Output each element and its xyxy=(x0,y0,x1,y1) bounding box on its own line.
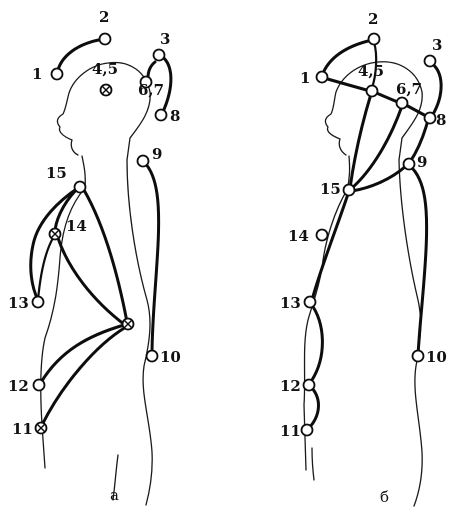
panel-a-electrode-9 xyxy=(138,156,149,167)
panel-b-arm-line xyxy=(312,448,314,480)
panel-a-lead-3-67 xyxy=(148,62,155,78)
panel-a-label-8: 8 xyxy=(170,107,180,125)
panel-b-label-13: 13 xyxy=(280,294,301,312)
panel-a-electrode-4-5 xyxy=(101,85,112,96)
panel-a-lead-12-right xyxy=(40,325,124,384)
panel-b-electrode-4-5 xyxy=(367,86,378,97)
panel-b-electrode-2 xyxy=(369,34,380,45)
panel-a-electrode-8 xyxy=(156,110,167,121)
panel-b-caption: б xyxy=(380,488,389,506)
panel-b-label-14: 14 xyxy=(288,227,309,245)
panel-a-electrode-3 xyxy=(154,50,165,61)
panel-b-lead-12-11 xyxy=(309,388,318,428)
panel-b-electrode-10 xyxy=(413,351,424,362)
panel-a: 1 2 3 4,5 6,7 8 9 10 11 12 13 14 15 а xyxy=(8,8,181,505)
panel-b-label-4-5: 4,5 xyxy=(358,62,384,80)
panel-a-lead-15-13 xyxy=(31,188,78,300)
panel-b-electrode-6-7 xyxy=(397,98,408,109)
panel-a-electrode-13 xyxy=(33,297,44,308)
panel-b-label-11: 11 xyxy=(280,422,301,440)
panel-b-label-6-7: 6,7 xyxy=(396,80,422,98)
panel-b: 1 2 3 4,5 6,7 8 9 10 11 12 13 14 15 б xyxy=(280,10,447,506)
panel-b-electrode-15 xyxy=(344,185,355,196)
panel-a-label-15: 15 xyxy=(46,164,67,182)
panel-a-label-13: 13 xyxy=(8,294,29,312)
panel-b-lead-3-8 xyxy=(430,62,441,116)
panel-b-electrode-8 xyxy=(425,113,436,124)
panel-b-electrode-11 xyxy=(302,425,313,436)
panel-b-label-15: 15 xyxy=(320,180,341,198)
panel-b-electrode-3 xyxy=(425,56,436,67)
panel-a-electrode-15 xyxy=(75,182,86,193)
panel-b-label-1: 1 xyxy=(300,69,310,87)
panel-a-label-10: 10 xyxy=(160,348,181,366)
panel-a-label-11: 11 xyxy=(12,420,33,438)
panel-a-label-12: 12 xyxy=(8,377,29,395)
panel-a-label-2: 2 xyxy=(99,8,109,26)
panel-a-lead-15-right xyxy=(84,190,127,322)
panel-a-label-3: 3 xyxy=(160,30,170,48)
panel-b-lead-9-10 xyxy=(410,166,427,355)
panel-a-electrode-10 xyxy=(147,351,158,362)
panel-b-electrode-14 xyxy=(317,230,328,241)
panel-a-lead-14-right xyxy=(58,238,125,325)
panel-a-electrode-2 xyxy=(100,34,111,45)
panel-a-label-9: 9 xyxy=(152,145,162,163)
panel-a-electrode-11 xyxy=(36,423,47,434)
panel-b-label-9: 9 xyxy=(417,153,427,171)
panel-a-label-6-7: 6,7 xyxy=(138,81,164,99)
panel-a-back-outline xyxy=(127,160,152,505)
panel-b-lead-15-13 xyxy=(312,194,348,300)
panel-b-electrode-9 xyxy=(404,159,415,170)
panel-b-label-12: 12 xyxy=(280,377,301,395)
panel-b-label-8: 8 xyxy=(436,111,446,129)
panel-a-electrode-1 xyxy=(52,69,63,80)
panel-a-label-4-5: 4,5 xyxy=(92,60,118,78)
panel-b-electrode-1 xyxy=(317,72,328,83)
panel-a-lead-14-13 xyxy=(38,238,53,300)
panel-b-label-2: 2 xyxy=(368,10,378,28)
panel-b-electrode-12 xyxy=(304,380,315,391)
panel-a-electrode-12 xyxy=(34,380,45,391)
panel-a-label-14: 14 xyxy=(66,217,87,235)
panel-b-electrode-13 xyxy=(305,297,316,308)
panel-a-label-1: 1 xyxy=(32,65,42,83)
panel-a-caption: а xyxy=(110,486,119,504)
panel-a-electrode-14 xyxy=(50,229,61,240)
panel-b-lead-13-12 xyxy=(311,304,322,380)
panel-b-lead-45-15 xyxy=(350,94,371,188)
panel-a-electrode-ground xyxy=(123,319,134,330)
panel-b-label-10: 10 xyxy=(426,348,447,366)
panel-b-label-3: 3 xyxy=(432,36,442,54)
panel-a-lead-9-10 xyxy=(144,162,159,355)
